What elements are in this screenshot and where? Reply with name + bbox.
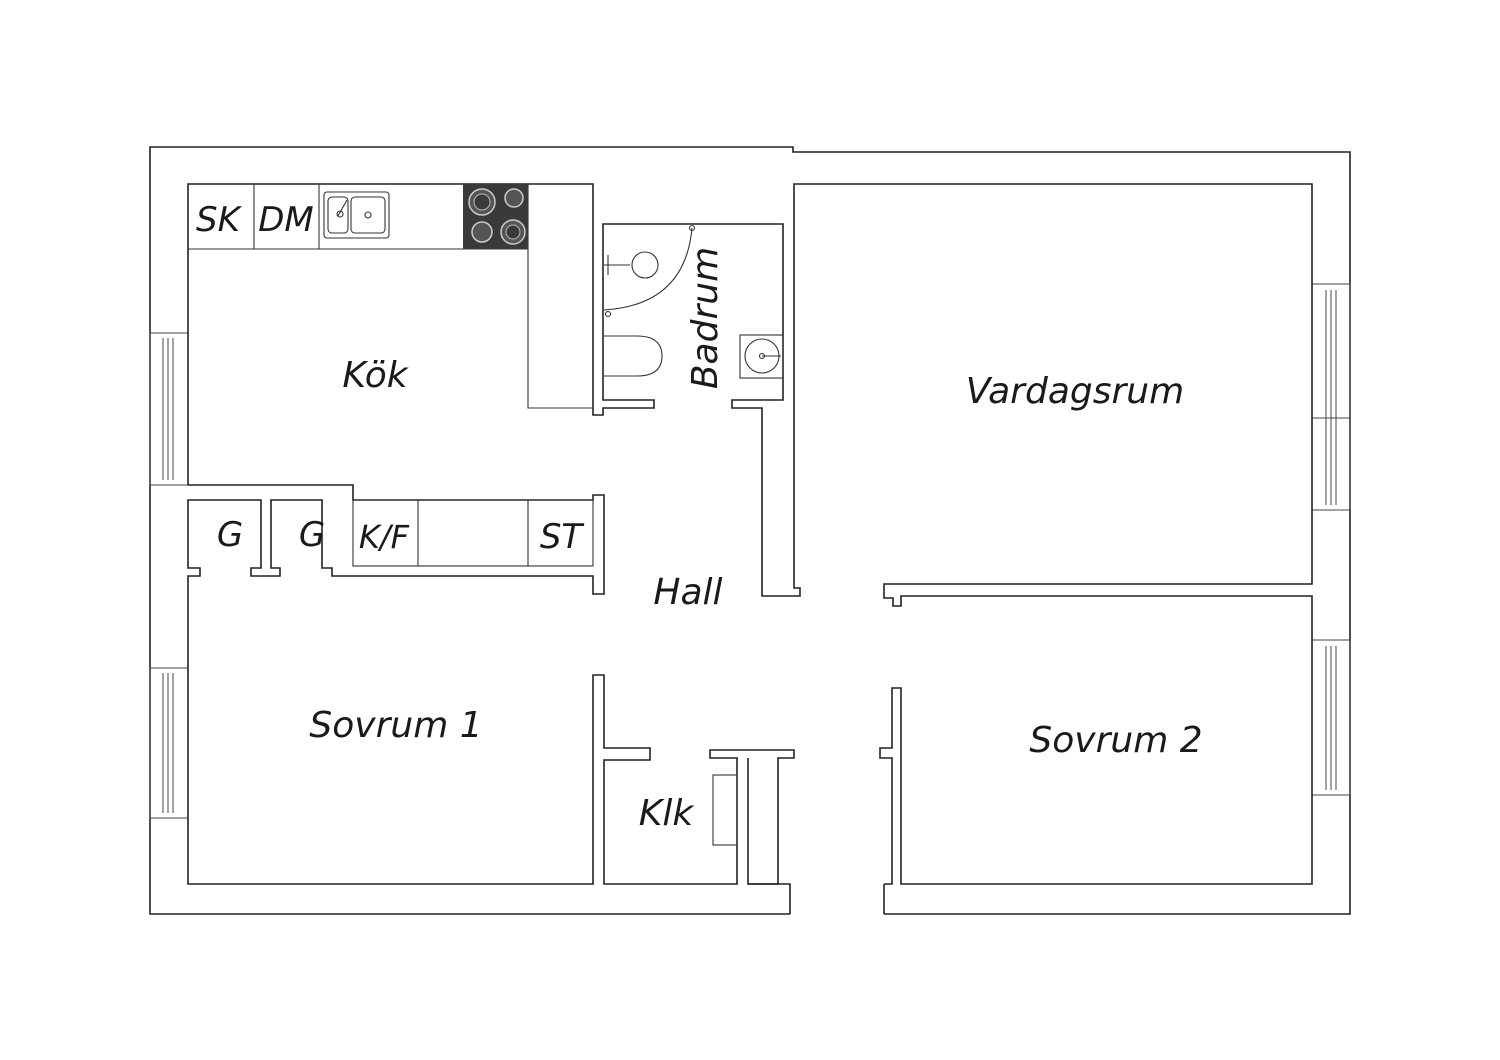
washbasin-icon — [739, 334, 784, 379]
shower-icon — [603, 224, 696, 318]
sink-icon — [323, 191, 390, 239]
fixture-label-st: ST — [540, 517, 585, 557]
outer-walls — [149, 146, 1351, 915]
kitchen-walls — [187, 183, 1313, 885]
window-bedroom-1 — [149, 667, 189, 819]
fixture-label-dm: DM — [258, 200, 314, 240]
room-label-sovrum-1: Sovrum 1 — [309, 705, 482, 746]
room-label-vardagsrum: Vardagsrum — [966, 371, 1184, 412]
room-label-hall: Hall — [653, 572, 722, 613]
fixture-label-g2: G — [299, 515, 325, 555]
closet-klk-shelf — [712, 774, 738, 846]
room-label-kok: Kök — [342, 355, 409, 396]
room-label-klk: Klk — [639, 793, 696, 834]
fixture-label-kf: K/F — [359, 518, 410, 556]
window-living-room — [1311, 283, 1351, 511]
room-label-badrum: Badrum — [685, 247, 726, 389]
room-label-sovrum-2: Sovrum 2 — [1029, 720, 1202, 761]
toilet-icon — [604, 335, 663, 377]
window-bedroom-2 — [1311, 639, 1351, 796]
fixture-label-sk: SK — [196, 200, 243, 240]
hall-cabinets — [352, 499, 594, 567]
stove-icon — [463, 184, 528, 249]
fixture-label-g1: G — [217, 515, 243, 555]
window-kitchen — [149, 332, 189, 486]
